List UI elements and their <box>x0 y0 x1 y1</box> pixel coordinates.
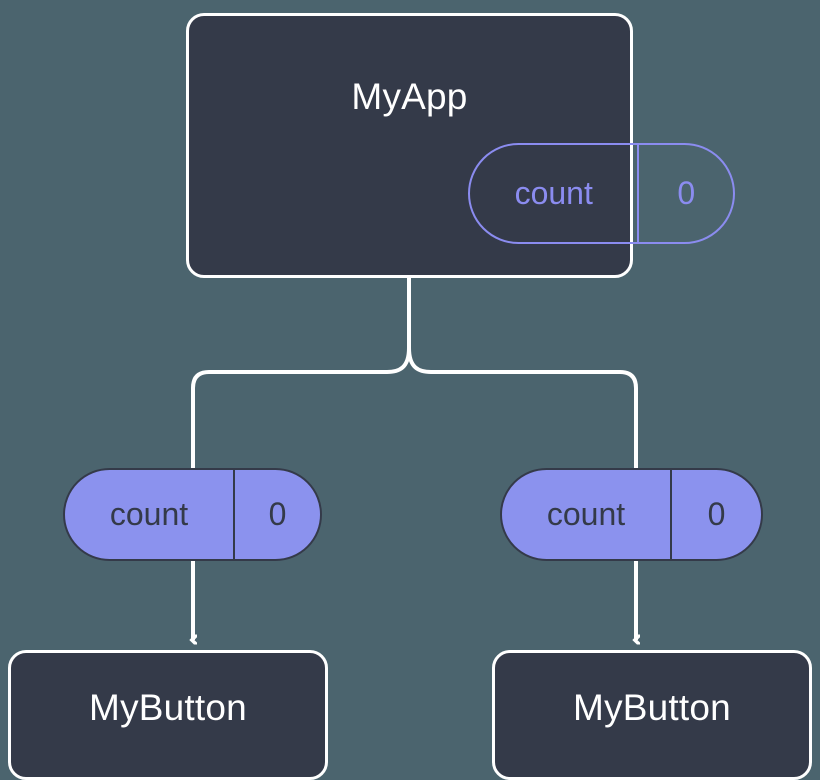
component-label-myapp: MyApp <box>351 76 468 117</box>
prop-pill-count-right[interactable]: count 0 <box>500 468 763 561</box>
component-label-mybutton-right: MyButton <box>573 687 731 728</box>
prop-pill-value: 0 <box>707 496 726 532</box>
connector-branch-left <box>191 347 411 470</box>
component-node-mybutton-right[interactable]: MyButton <box>492 650 812 780</box>
state-pill-count[interactable]: count 0 <box>468 143 735 244</box>
prop-pill-value: 0 <box>268 496 287 532</box>
prop-pill-key: count <box>502 470 672 559</box>
component-label-mybutton-left: MyButton <box>89 687 247 728</box>
prop-pill-count-left[interactable]: count 0 <box>63 468 322 561</box>
prop-pill-key: count <box>65 470 235 559</box>
state-pill-key: count <box>470 145 640 242</box>
connector-branch-right <box>407 347 638 470</box>
component-node-myapp[interactable]: MyApp count 0 <box>186 13 735 278</box>
component-node-mybutton-left[interactable]: MyButton <box>8 650 328 780</box>
state-pill-value: 0 <box>677 175 696 211</box>
